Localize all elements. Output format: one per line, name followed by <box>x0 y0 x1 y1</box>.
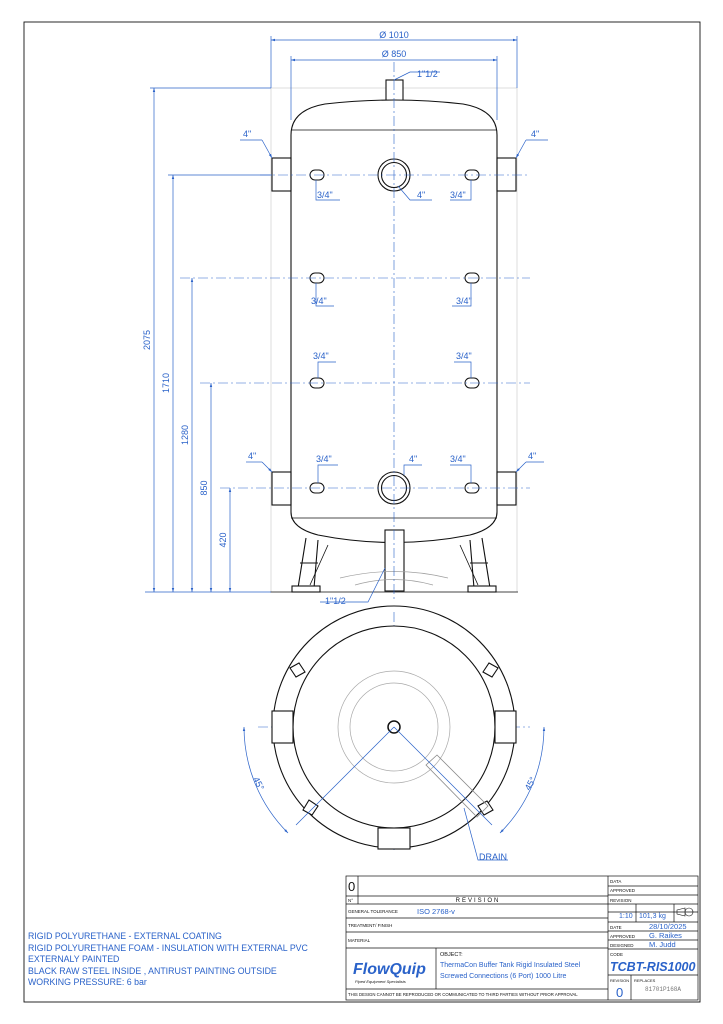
data-label: DATA <box>610 879 621 884</box>
date-value: 28/10/2025 <box>649 922 687 931</box>
scale-value: 1:10 <box>619 913 633 920</box>
treatment-label: TREATMENT/ FINISH <box>348 923 392 928</box>
port-label-4-bottom-left: 4" <box>248 451 256 461</box>
port-label-4-front-top: 4" <box>417 190 425 200</box>
dimension-texts: Ø 1010 Ø 850 1"1/2 2075 1710 1280 850 42… <box>142 30 539 862</box>
angle-left-label: 45° <box>251 775 266 792</box>
height-total-label: 2075 <box>142 330 152 350</box>
socket-label-4: 3/4" <box>456 296 472 306</box>
port-label-4-bottom-right: 4" <box>528 451 536 461</box>
title-block <box>345 875 699 1001</box>
socket-label-8: 3/4" <box>450 454 466 464</box>
weight-value: 101,3 kg <box>639 913 666 920</box>
note-line-4: BLACK RAW STEEL INSIDE , ANTIRUST PAINTI… <box>28 965 277 976</box>
plan-view-dimensions <box>242 726 546 861</box>
code-value: TCBT-RIS1000 <box>610 960 695 974</box>
socket-label-7: 3/4" <box>316 454 332 464</box>
port-label-4-front-bottom: 4" <box>409 454 417 464</box>
note-line-3: EXTERNALY PAINTED <box>28 954 120 965</box>
revision-number: 0 <box>348 879 355 894</box>
object-label: OBJECT: <box>440 952 463 958</box>
socket-label-5: 3/4" <box>313 351 329 361</box>
material-label: MATERIAL <box>348 938 371 943</box>
drain-label: DRAIN <box>479 852 507 862</box>
company-tagline: Piped Equipment Specialists <box>355 979 406 984</box>
approved-header-label: APPROVED <box>610 888 636 893</box>
height-1710-label: 1710 <box>161 373 171 393</box>
code-label: CODE <box>610 952 623 957</box>
construction-notes: RIGID POLYURETHANE - EXTERNAL COATING RI… <box>28 931 338 989</box>
object-line-2: Screwed Connections (6 Port) 1000 Litre <box>440 973 567 980</box>
revision-caption: N° <box>348 898 353 903</box>
general-tolerance-label: GENERAL TOLERANCE <box>348 909 398 914</box>
socket-label-3: 3/4" <box>311 296 327 306</box>
designed-label: DESIGNED <box>610 943 634 948</box>
outer-diameter-label: Ø 1010 <box>379 30 409 40</box>
note-line-1: RIGID POLYURETHANE - EXTERNAL COATING <box>28 931 222 941</box>
dimension-lines <box>145 36 548 603</box>
port-label-4-top-left: 4" <box>243 129 251 139</box>
revision-label: REVISION <box>610 898 632 903</box>
approved-by-label: APPROVED <box>610 934 636 939</box>
replaces-label: REPLACES <box>634 978 656 983</box>
drawing-frame <box>23 21 701 1003</box>
height-1280-label: 1280 <box>180 425 190 445</box>
inner-diameter-label: Ø 850 <box>382 49 407 59</box>
revision-short-label: REVISION <box>610 978 629 983</box>
designed-by-value: M. Judd <box>649 940 676 949</box>
socket-label-2: 3/4" <box>450 190 466 200</box>
approved-by-value: G. Raikes <box>649 931 682 940</box>
date-label: DATE <box>610 925 622 930</box>
top-connection-label: 1"1/2 <box>417 69 438 79</box>
bottom-connection-label: 1"1/2 <box>325 596 346 606</box>
note-line-2: RIGID POLYURETHANE FOAM - INSULATION WIT… <box>28 942 308 953</box>
angle-right-label: 45° <box>523 775 538 792</box>
title-block-texts: 0 N° REVISION DATA APPROVED REVISION GEN… <box>348 879 695 1000</box>
socket-label-1: 3/4" <box>317 190 333 200</box>
general-tolerance-value: ISO 2768-v <box>417 907 455 916</box>
company-logo: FlowQuip <box>353 961 426 978</box>
object-line-1: ThermaCon Buffer Tank Rigid Insulated St… <box>440 962 581 969</box>
port-label-4-top-right: 4" <box>531 129 539 139</box>
socket-label-6: 3/4" <box>456 351 472 361</box>
copyright-notice: THIS DESIGN CANNOT BE REPRODUCED OR COMM… <box>348 992 578 997</box>
replaces-value: 81701P168A <box>645 986 681 993</box>
note-line-5: WORKING PRESSURE: 6 bar <box>28 977 147 988</box>
revision-value: 0 <box>616 985 623 1000</box>
height-850-label: 850 <box>199 480 209 495</box>
height-420-label: 420 <box>218 532 228 547</box>
revision-header: REVISION <box>456 898 501 904</box>
